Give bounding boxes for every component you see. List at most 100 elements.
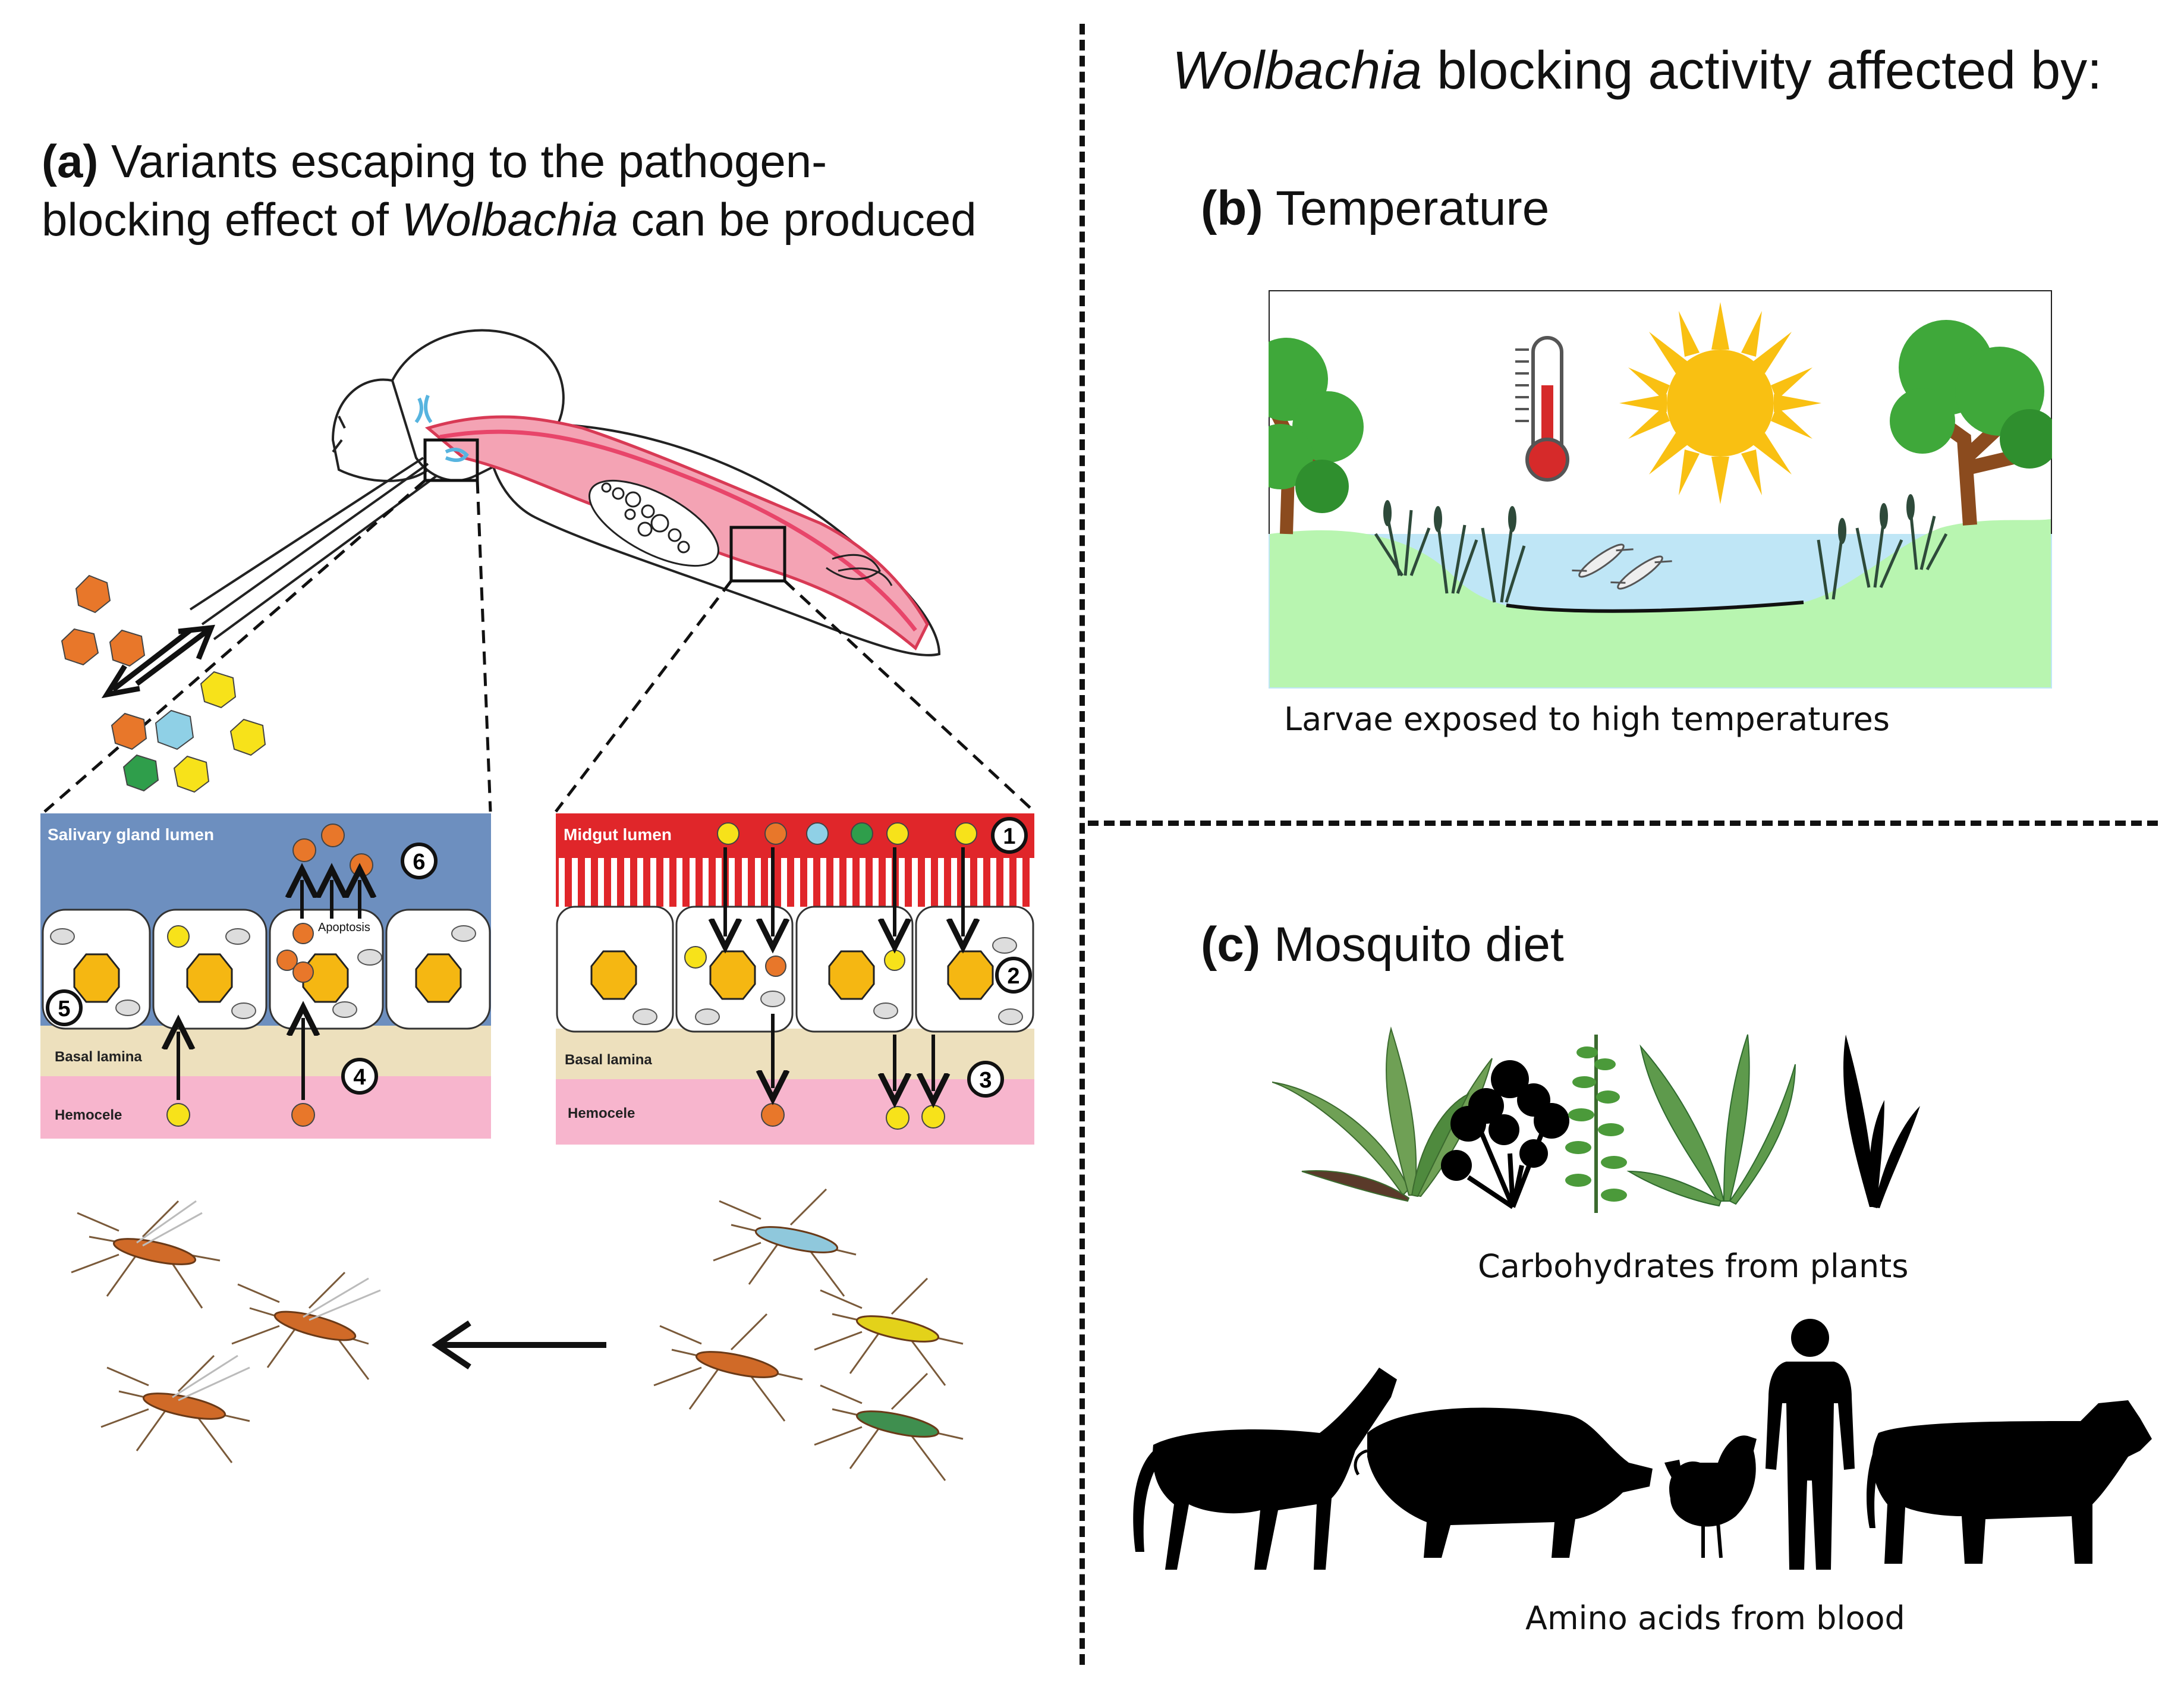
virus-orange — [75, 574, 111, 614]
marker-6: 6 — [401, 843, 438, 879]
panel-a-title-line2: blocking effect of Wolbachia can be prod… — [42, 190, 977, 249]
midgut-wolbachia — [632, 937, 1023, 1025]
virus-yellow — [200, 671, 237, 709]
cow-icon — [1867, 1400, 2152, 1564]
plant-bush-icon — [1565, 1035, 1627, 1213]
salivary-gland-blue — [414, 394, 469, 462]
wolbachia-bacteria — [50, 925, 476, 1019]
sun-icon — [1619, 302, 1821, 504]
mosquito-orange-1 — [71, 1200, 221, 1309]
pig-icon — [1354, 1407, 1653, 1558]
marker-1: 1 — [991, 817, 1028, 854]
midgut-arrows — [725, 847, 963, 1091]
marker-5: 5 — [46, 989, 83, 1026]
plant-grass-silhouette-icon — [1843, 1035, 1920, 1208]
proboscis-exchange-arrows — [101, 624, 215, 699]
salivary-lumen-label: Salivary gland lumen — [48, 825, 214, 844]
blood-caption: Amino acids from blood — [1525, 1599, 1905, 1637]
midgut-basal-band — [556, 1029, 1034, 1079]
reeds — [1374, 510, 1948, 603]
mosquito-orange-3 — [100, 1354, 250, 1463]
mosquito-blue — [713, 1188, 857, 1297]
salivary-gland-panel: Salivary gland lumen Apoptosis Basal lam… — [40, 813, 491, 1139]
panel-a-line2-italic: Wolbachia — [401, 193, 618, 246]
mosquito-proboscis — [189, 457, 438, 640]
marker-5-text: 5 — [58, 997, 70, 1021]
panel-b-letter: (b) — [1201, 181, 1263, 235]
population-arrow-head — [432, 1320, 471, 1370]
mosquito-leg-stub — [332, 416, 346, 453]
panel-c-title: (c) Mosquito diet — [1201, 916, 1564, 974]
salivary-hemocele-band — [40, 1076, 491, 1139]
marker-4: 4 — [341, 1058, 378, 1095]
marker-1-text: 1 — [1003, 824, 1015, 849]
reed-heads — [1383, 494, 1915, 544]
marker-2: 2 — [995, 957, 1032, 994]
zoom-box-midgut — [729, 526, 786, 583]
ovary-bubbles — [588, 479, 720, 567]
larvae — [1572, 543, 1672, 590]
midgut-basal-label: Basal lamina — [565, 1052, 652, 1068]
marker-2-text: 2 — [1007, 964, 1019, 989]
panel-b-caption: Larvae exposed to high temperatures — [1284, 700, 1890, 738]
plants-caption: Carbohydrates from plants — [1478, 1247, 1909, 1285]
mosquito-orange-4 — [653, 1313, 803, 1422]
right-header-rest: blocking activity affected by: — [1422, 41, 2103, 100]
marker-3: 3 — [967, 1061, 1004, 1098]
midgut-hemocele-band — [556, 1079, 1034, 1145]
pond-ground — [1270, 519, 2051, 687]
midgut-lumen-label: Midgut lumen — [564, 825, 672, 844]
human-icon — [1766, 1319, 1855, 1570]
hindgut-coils — [826, 554, 893, 586]
salivary-nuclei — [73, 953, 462, 1003]
wolbachia-italic: Wolbachia — [1172, 41, 1423, 100]
salivary-basal-band — [40, 1026, 491, 1076]
chicken-icon — [1664, 1435, 1757, 1558]
midgut-lumen-band — [556, 813, 1034, 858]
marker-3-text: 3 — [979, 1068, 992, 1093]
panel-a-line1-text: Variants escaping to the pathogen- — [111, 135, 827, 187]
virus-orange — [61, 628, 99, 666]
panel-a-illustration: Salivary gland lumen Apoptosis Basal lam… — [40, 329, 1036, 1481]
pond-floor-line — [1506, 601, 1804, 613]
horizontal-divider — [1088, 821, 2158, 826]
plant-wavy-leaf-icon — [1626, 1034, 1796, 1207]
zoom-lines — [43, 479, 1036, 813]
plants-row — [1272, 1026, 1920, 1213]
marker-4-text: 4 — [353, 1065, 366, 1090]
virus-yellow — [229, 718, 266, 756]
horse-icon — [1133, 1368, 1397, 1570]
panel-b-title-text: Temperature — [1276, 181, 1550, 235]
midgut-nuclei — [590, 950, 994, 1000]
virus-light-blue — [155, 709, 194, 750]
panel-a-line2-post: can be produced — [618, 193, 977, 246]
tree-left — [1269, 338, 1364, 535]
panel-a-line2-pre: blocking effect of — [42, 193, 402, 246]
apoptosis-label: Apoptosis — [318, 921, 370, 934]
panel-c-title-text: Mosquito diet — [1274, 917, 1564, 972]
marker-6-text: 6 — [413, 850, 425, 875]
salivary-hemocele-label: Hemocele — [55, 1107, 122, 1123]
animals-row — [1133, 1319, 2152, 1570]
right-header-title: Wolbachia blocking activity affected by: — [1172, 42, 2102, 100]
panel-a-title-line1: (a) Variants escaping to the pathogen- — [42, 132, 977, 190]
mosquito-green — [814, 1372, 964, 1481]
panel-a-letter: (a) — [42, 135, 99, 187]
midgut-lumen-viruses — [717, 822, 977, 845]
virus-yellow — [173, 755, 210, 793]
gut-line — [439, 429, 917, 632]
vertical-divider — [1080, 24, 1085, 1665]
midgut-villi — [556, 858, 1034, 907]
salivary-basal-label: Basal lamina — [55, 1049, 142, 1065]
panel-c-letter: (c) — [1201, 917, 1261, 972]
panel-a-title: (a) Variants escaping to the pathogen- b… — [42, 132, 977, 249]
virus-orange — [109, 629, 146, 667]
mosquito-orange-2 — [231, 1271, 381, 1380]
salivary-arrows — [178, 880, 360, 1100]
plant-clover-icon — [1441, 1060, 1569, 1209]
thermometer-icon — [1515, 336, 1569, 482]
panel-b-title: (b) Temperature — [1201, 180, 1549, 238]
virus-green — [122, 754, 159, 792]
virus-particles-free — [61, 574, 266, 793]
midgut-hemocele-label: Hemocele — [568, 1105, 635, 1121]
